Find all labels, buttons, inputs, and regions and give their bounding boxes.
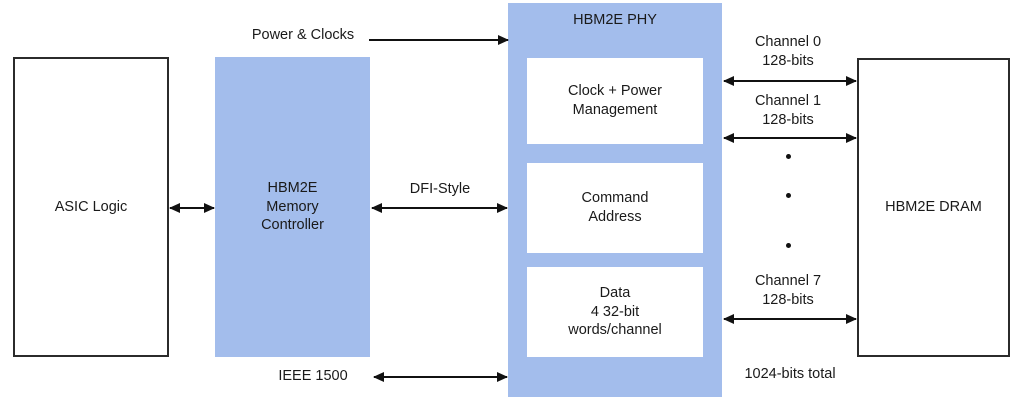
block-data: Data 4 32-bit words/channel [527,267,703,357]
block-hbm2e-dram-label: HBM2E DRAM [885,199,982,216]
block-memory-controller-label: HBM2E Memory Controller [261,179,324,234]
arrow-channel-1 [723,133,857,143]
arrow-power-clocks [369,35,509,45]
connection-label-dfi-style: DFI-Style [409,181,471,197]
connection-label-ieee-1500: IEEE 1500 [278,368,348,384]
arrow-channel-7 [723,314,857,324]
block-memory-controller: HBM2E Memory Controller [215,57,370,357]
arrow-channel-0 [723,76,857,86]
connection-label-total-width: 1024-bits total [744,366,836,382]
connection-label-channel-7: Channel 7 128-bits [754,273,822,308]
block-command-address-label: Command Address [581,190,649,225]
ellipsis-dot [786,154,791,159]
arrow-dfi-style [371,203,508,213]
ellipsis-dot [786,243,791,248]
block-asic-logic-label: ASIC Logic [54,198,128,215]
connection-label-channel-1: Channel 1 128-bits [754,93,822,128]
connection-label-channel-0: Channel 0 128-bits [754,34,822,69]
block-asic-logic: ASIC Logic [13,57,169,357]
arrow-asic-to-controller [169,203,215,213]
block-hbm2e-dram: HBM2E DRAM [857,58,1010,357]
block-clock-power-management-label: Clock + Power Management [568,83,662,118]
block-hbm2e-phy-title: HBM2E PHY [573,12,657,28]
block-data-label: Data 4 32-bit words/channel [568,284,662,339]
block-command-address: Command Address [527,163,703,253]
ellipsis-dot [786,193,791,198]
connection-label-power-clocks: Power & Clocks [251,27,355,43]
arrow-ieee-1500 [373,372,508,382]
block-clock-power-management: Clock + Power Management [527,58,703,144]
